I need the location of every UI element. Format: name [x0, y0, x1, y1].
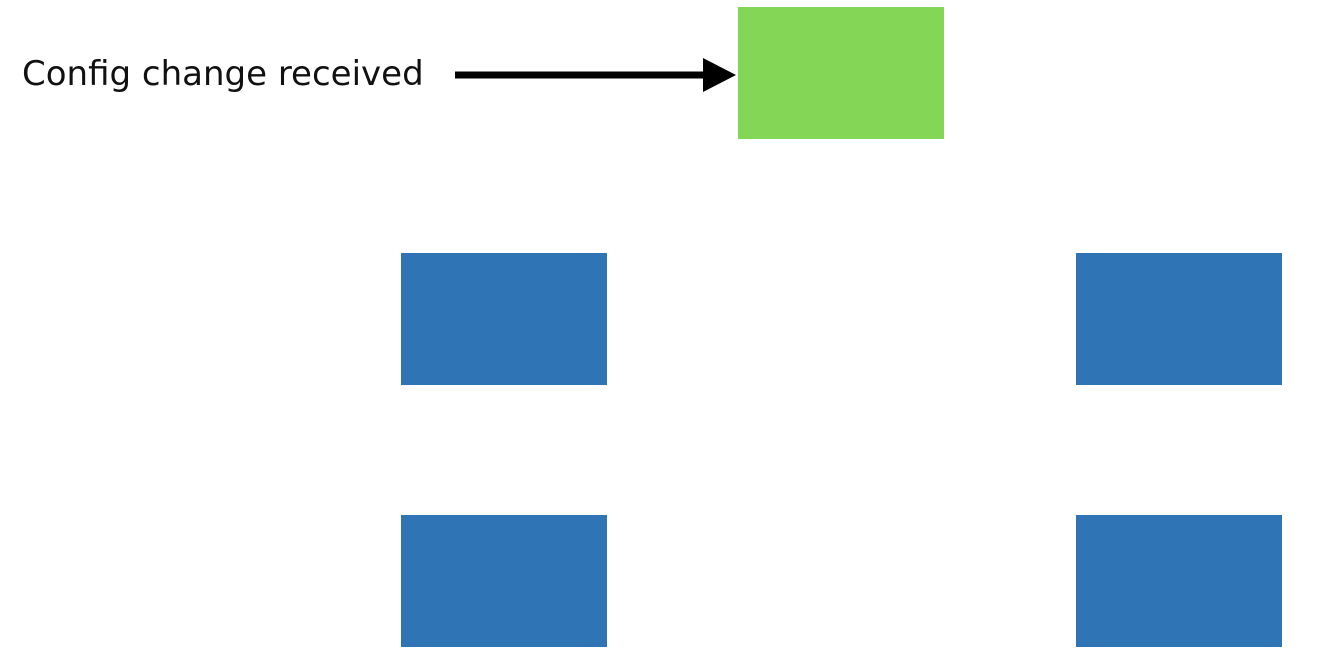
- worker-node-bottom-left: [401, 515, 607, 647]
- worker-node-top-right: [1076, 253, 1282, 385]
- arrow-icon: [455, 58, 736, 92]
- worker-node-top-left: [401, 253, 607, 385]
- worker-node-bottom-right: [1076, 515, 1282, 647]
- controller-node: [738, 7, 944, 139]
- config-change-label: Config change received: [22, 54, 424, 94]
- arrow-head: [703, 58, 736, 92]
